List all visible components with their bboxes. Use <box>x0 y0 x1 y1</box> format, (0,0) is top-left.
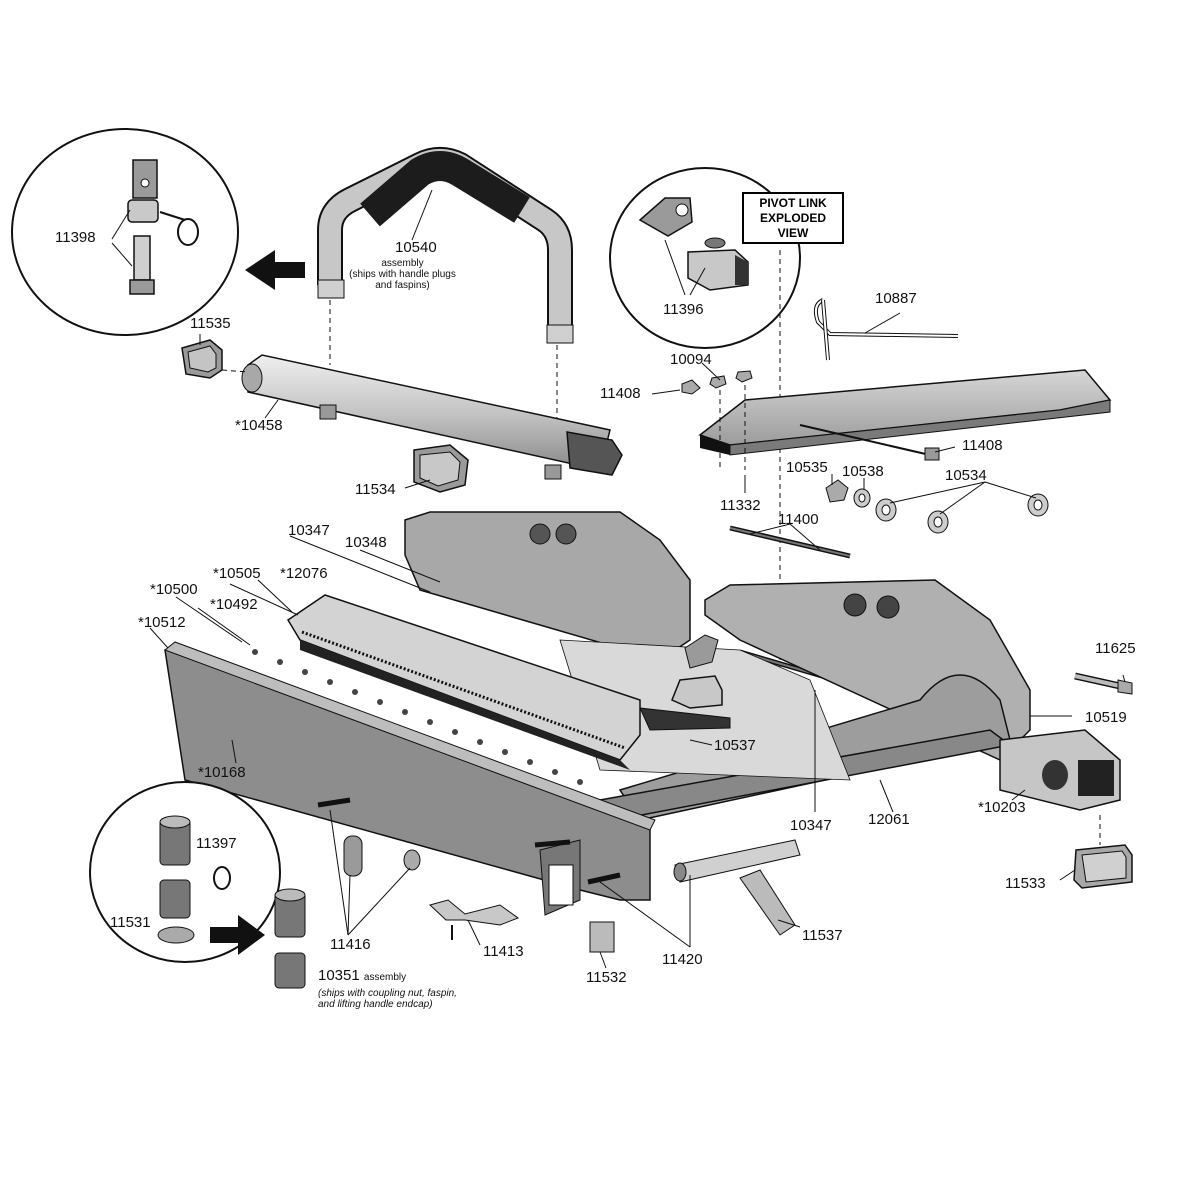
note-10540-line-2: (ships with handle plugs <box>349 269 456 280</box>
part-label-11532: 11532 <box>586 969 627 986</box>
end-cap-11535 <box>181 339 223 379</box>
part-suffix-10351: assembly <box>363 972 407 983</box>
part-label-11420: 11420 <box>662 951 703 968</box>
part-label-10887: 10887 <box>875 290 917 307</box>
part-label-10519: 10519 <box>1085 709 1127 726</box>
part-label-10512: *10512 <box>138 614 186 631</box>
part-label-11413: 11413 <box>483 943 524 960</box>
pivot-link-caption: PIVOT LINK EXPLODED VIEW <box>742 192 844 244</box>
part-label-11332: 11332 <box>720 497 761 514</box>
part-label-11534: 11534 <box>355 481 396 498</box>
part-label-11408-left: 11408 <box>600 385 641 402</box>
part-label-10540: 10540 <box>395 239 437 256</box>
part-label-10500: *10500 <box>150 581 198 598</box>
handle-assembly <box>317 147 574 418</box>
part-label-10537: 10537 <box>714 737 756 754</box>
part-number-10351: 10351 <box>318 967 360 984</box>
detail-circle-handle-pin <box>11 128 239 336</box>
note-10351-line-2: and lifting handle endcap) <box>318 999 433 1010</box>
front-rails <box>163 594 1133 953</box>
part-label-11537: 11537 <box>802 927 843 944</box>
top-plate <box>681 369 1112 470</box>
note-10540-line-3: and faspins) <box>375 280 430 291</box>
part-label-10351: 10351 assembly <box>318 968 406 983</box>
pivot-caption-line-2: EXPLODED <box>759 210 826 225</box>
part-note-10540: assembly (ships with handle plugs and fa… <box>345 258 460 291</box>
arrow-left-icon <box>245 250 305 290</box>
part-label-11416: 11416 <box>330 936 371 953</box>
part-label-11397: 11397 <box>196 835 237 852</box>
part-label-10534: 10534 <box>945 467 987 484</box>
part-label-12061: 12061 <box>868 811 910 828</box>
note-10540-line-1: assembly <box>381 258 424 269</box>
arrow-right-icon <box>210 915 265 955</box>
part-label-10538: 10538 <box>842 463 884 480</box>
part-label-11400: 11400 <box>778 511 819 528</box>
coupling-assembly-10351 <box>274 888 306 989</box>
lifting-tube <box>221 354 623 480</box>
part-note-10351: (ships with coupling nut, faspin, and li… <box>318 988 498 1010</box>
part-label-11396: 11396 <box>663 301 704 318</box>
pivot-caption-line-1: PIVOT LINK <box>759 195 827 210</box>
part-label-10168: *10168 <box>198 764 246 781</box>
part-label-10094: 10094 <box>670 351 712 368</box>
part-label-11533: 11533 <box>1005 875 1046 892</box>
part-label-11408-right: 11408 <box>962 437 1003 454</box>
leader-lines <box>149 334 1126 969</box>
part-label-10347-bottom: 10347 <box>790 817 832 834</box>
part-label-11625: 11625 <box>1095 640 1136 657</box>
end-cap-11534 <box>413 444 469 493</box>
part-label-10535: 10535 <box>786 459 828 476</box>
part-label-11535: 11535 <box>190 315 231 332</box>
part-label-11398: 11398 <box>55 229 96 246</box>
part-label-11531: 11531 <box>110 914 151 931</box>
pivot-caption-line-3: VIEW <box>777 225 809 240</box>
part-label-10458: *10458 <box>235 417 283 434</box>
part-label-10505: *10505 <box>213 565 261 582</box>
part-label-10492: *10492 <box>210 596 258 613</box>
detail-circle-coupling <box>89 781 281 963</box>
part-label-10347-top: 10347 <box>288 522 330 539</box>
washers <box>825 479 1049 534</box>
part-label-10348: 10348 <box>345 534 387 551</box>
part-label-10203: *10203 <box>978 799 1026 816</box>
part-label-12076: *12076 <box>280 565 328 582</box>
note-10351-line-1: (ships with coupling nut, faspin, <box>318 988 457 999</box>
hex-key <box>813 298 959 361</box>
